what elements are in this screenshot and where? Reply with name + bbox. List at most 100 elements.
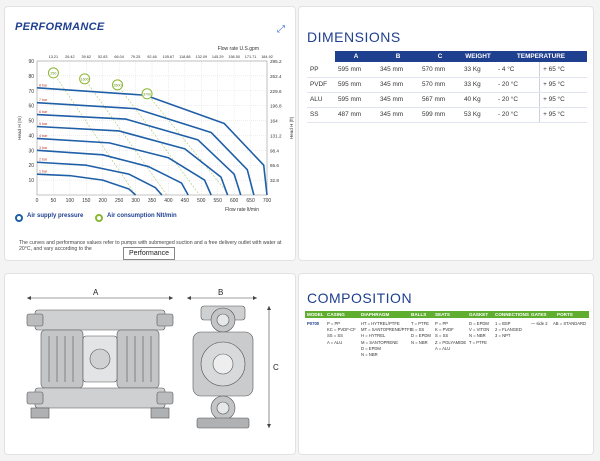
series-curve	[36, 137, 212, 196]
plot-frame	[36, 60, 268, 196]
comp-connections-item: 2 = FLANGED	[495, 327, 522, 333]
dim-cell: 599 mm	[419, 107, 461, 123]
dimension-label-a: A	[93, 288, 99, 297]
dim-cell: 595 mm	[335, 62, 377, 78]
expand-icon[interactable]: ⤢	[277, 24, 285, 35]
comp-balls-item: T = PTFE	[411, 321, 429, 326]
comp-diaphragm-item: M = SANTOPRENE	[361, 339, 399, 345]
dim-header-a: A	[335, 51, 377, 62]
dim-cell: - 20 °C	[495, 77, 540, 93]
y-tick-label: 30	[28, 148, 34, 154]
air-consumption-marker	[112, 79, 123, 91]
x-tick-label: 250	[115, 198, 124, 204]
dim-cell: - 20 °C	[495, 107, 540, 123]
comp-balls-item: D = EPDM	[411, 333, 431, 339]
air-consumption-line	[146, 93, 230, 196]
dim-material: PP	[307, 62, 335, 78]
series-curve	[36, 173, 137, 196]
composition-title: COMPOSITION	[307, 290, 413, 306]
y-tick-label: 10	[28, 178, 34, 184]
comp-header-gasket: GASKET	[469, 312, 489, 317]
y2-tick-label: 98.4	[270, 148, 279, 153]
comp-seats-item: A = ALU	[435, 345, 451, 351]
pump-side-view	[192, 305, 254, 429]
air-consumption-icon	[95, 214, 103, 222]
x-axis-label: Flow rate lt/min	[225, 207, 259, 213]
y2-tick-label: 65.6	[270, 163, 279, 168]
air-consumption-line	[53, 72, 136, 196]
comp-gasket-item: T = PTFE	[469, 339, 487, 345]
x2-tick-label: 39.62	[82, 55, 92, 59]
air-consumption-marker	[47, 67, 59, 79]
air-consumption-label: 250	[50, 71, 56, 75]
legend-air-consumption-label: Air consumption Nlt/min	[107, 213, 177, 219]
dim-cell: + 65 °C	[539, 62, 587, 78]
legend-air-supply-label: Air supply pressure	[27, 213, 84, 219]
comp-header-gates: GATES	[531, 312, 547, 317]
series-label: 4 bar	[39, 134, 48, 138]
dimensions-title: DIMENSIONS	[307, 29, 401, 45]
dim-header-blank	[307, 51, 335, 62]
comp-diaphragm-item: N = NBR	[361, 352, 378, 358]
x-tick-label: 0	[36, 198, 39, 204]
x2-tick-label: 105.67	[163, 55, 175, 59]
y2-tick-label: 196.8	[270, 104, 282, 109]
dimensions-header-row: A B C WEIGHT TEMPERATURE	[307, 51, 587, 62]
series-label: 6 bar	[39, 110, 48, 114]
x2-tick-label: 26.42	[65, 55, 75, 59]
pump-drawing-card: A B	[4, 273, 296, 455]
dim-cell: 345 mm	[377, 77, 419, 93]
y-tick-label: 40	[28, 133, 34, 139]
comp-diaphragm-item: HT = HYTREL/PTFE	[361, 321, 400, 326]
x2-tick-label: 92.46	[147, 55, 157, 59]
comp-header-connections: CONNECTIONS	[495, 312, 529, 317]
comp-header-diaphragm: DIAPHRAGM	[361, 312, 390, 317]
series-curve	[36, 161, 163, 196]
composition-card: COMPOSITION MODEL CASING DIAPHRAGM BALLS…	[298, 273, 594, 455]
air-consumption-line	[84, 78, 168, 196]
pump-front-view	[26, 309, 174, 419]
comp-seats-item: P = PP	[435, 321, 449, 326]
series-label: 2 bar	[39, 158, 48, 162]
x2-tick-label: 13.21	[49, 55, 59, 59]
comp-diaphragm-item: H = HYTREL	[361, 333, 386, 339]
air-consumption-label: 3700	[143, 92, 151, 96]
comp-header-casing: CASING	[327, 312, 345, 317]
x2-tick-label: 118.88	[179, 55, 190, 59]
y2-tick-label: 131.2	[270, 133, 282, 138]
comp-gasket-item: D = EPDM	[469, 321, 489, 326]
x-tick-label: 500	[197, 198, 206, 204]
x-tick-label: 100	[66, 198, 75, 204]
series-curve	[36, 101, 255, 196]
comp-seats-item: S = SS	[435, 333, 449, 339]
series-label: 7 bar	[39, 98, 48, 102]
y-tick-label: 60	[28, 104, 34, 110]
x2-tick-label: 184.92	[261, 55, 273, 59]
dim-cell: 33 Kg	[461, 77, 495, 93]
dim-cell: 595 mm	[335, 77, 377, 93]
comp-col-ports: AB = STANDARD	[553, 321, 586, 327]
y2-tick-label: 164	[270, 119, 278, 124]
comp-header-balls: BALLS	[411, 312, 427, 317]
dim-cell: 345 mm	[377, 107, 419, 123]
series-curve	[36, 149, 189, 196]
x-tick-label: 400	[164, 198, 173, 204]
dim-cell: + 95 °C	[539, 107, 587, 123]
comp-connections-item: 3 = NPT	[495, 333, 511, 339]
comp-model-value: P0700	[307, 321, 320, 326]
comp-header-seats: SEATS	[435, 312, 450, 317]
y2-tick-label: 295.2	[270, 59, 282, 64]
dim-cell: 53 Kg	[461, 107, 495, 123]
y-tick-label: 50	[28, 119, 34, 125]
x2-tick-label: 145.29	[212, 55, 224, 59]
x2-tick-label: 79.25	[131, 55, 141, 59]
dim-cell: 40 Kg	[461, 92, 495, 108]
comp-diaphragm-item: D = EPDM	[361, 345, 381, 351]
comp-balls-item: N = NBR	[411, 339, 428, 345]
x2-tick-label: 158.50	[228, 55, 240, 59]
